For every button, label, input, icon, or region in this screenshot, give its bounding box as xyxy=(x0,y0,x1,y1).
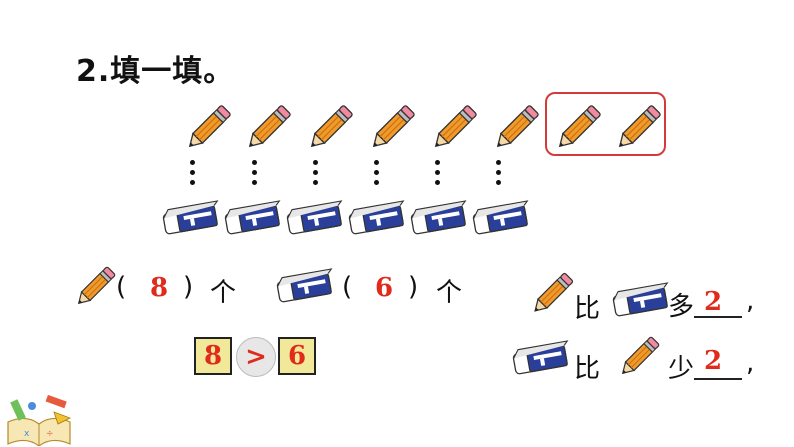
compare-right-value: 6 xyxy=(287,341,307,371)
word-bi: 比 xyxy=(574,294,601,324)
pencil-icon xyxy=(302,100,358,156)
more-answer: 2 xyxy=(704,287,723,317)
pencil-icon xyxy=(180,100,236,156)
answer-blank[interactable] xyxy=(694,378,742,380)
eraser-icon xyxy=(284,200,344,238)
word-more: 多 xyxy=(668,292,695,322)
compare-right-box: 6 xyxy=(278,337,316,375)
eraser-icon xyxy=(470,200,530,238)
open-paren: ( xyxy=(116,272,127,302)
compare-sign: > xyxy=(245,342,267,372)
compare-left-box: 8 xyxy=(194,337,232,375)
study-tools-icon: x ÷ xyxy=(7,394,71,446)
pencil-icon xyxy=(614,332,664,382)
eraser-icon xyxy=(408,200,468,238)
unit-label: 个 xyxy=(210,278,237,308)
comma: , xyxy=(746,286,755,316)
open-paren: ( xyxy=(342,272,353,302)
svg-text:÷: ÷ xyxy=(46,429,54,439)
pencil-count-answer: 8 xyxy=(150,273,169,303)
less-answer: 2 xyxy=(704,346,723,376)
pencil-icon xyxy=(526,268,578,320)
close-paren: ) xyxy=(408,272,419,302)
exercise-title: 2.填一填。 xyxy=(76,54,235,89)
word-bi: 比 xyxy=(574,354,601,384)
pencil-icon xyxy=(70,262,120,312)
pencil-icon xyxy=(364,100,420,156)
dots-connector xyxy=(374,160,380,190)
eraser-icon xyxy=(274,268,334,306)
comma: , xyxy=(746,348,755,378)
close-paren: ) xyxy=(183,272,194,302)
pencil-icon xyxy=(488,100,544,156)
word-less: 少 xyxy=(668,354,695,384)
eraser-icon xyxy=(610,282,670,320)
pencil-icon xyxy=(240,100,296,156)
pencil-icon xyxy=(426,100,482,156)
compare-left-value: 8 xyxy=(203,341,223,371)
dots-connector xyxy=(252,160,258,190)
unit-label: 个 xyxy=(436,278,463,308)
dots-connector xyxy=(496,160,502,190)
dots-connector xyxy=(190,160,196,190)
eraser-icon xyxy=(510,340,570,378)
eraser-count-answer: 6 xyxy=(375,273,394,303)
dots-connector xyxy=(313,160,319,190)
answer-blank[interactable] xyxy=(694,316,742,318)
eraser-icon xyxy=(346,200,406,238)
svg-text:x: x xyxy=(24,429,30,439)
extra-pencils-highlight xyxy=(545,92,666,156)
dots-connector xyxy=(435,160,441,190)
compare-sign-circle: > xyxy=(236,337,276,377)
eraser-icon xyxy=(222,200,282,238)
eraser-icon xyxy=(160,200,220,238)
